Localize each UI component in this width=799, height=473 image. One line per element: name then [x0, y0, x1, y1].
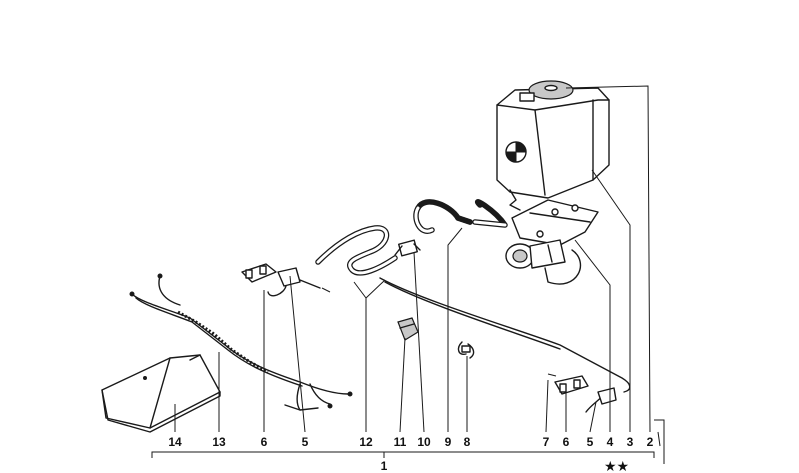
callout-9: 9 — [445, 435, 452, 449]
nozzle-clip — [397, 317, 419, 341]
assembly-bracket — [151, 419, 665, 464]
callout-5-right: 5 — [587, 435, 594, 449]
spray-hose-loop — [315, 225, 398, 276]
washer-reservoir — [496, 80, 610, 199]
callout-labels: 14 13 6 5 12 11 10 9 8 7 6 5 4 3 2 1 — [168, 435, 653, 473]
hose-clip-left — [241, 263, 331, 297]
t-piece — [457, 341, 475, 359]
callout-5-left: 5 — [302, 435, 309, 449]
hose-clip-right — [547, 373, 617, 413]
supply-hose — [413, 199, 508, 234]
callout-7: 7 — [543, 435, 550, 449]
callout-3: 3 — [627, 435, 634, 449]
leader-lines — [174, 85, 651, 433]
washer-line — [379, 277, 631, 393]
callout-2: 2 — [647, 435, 654, 449]
callout-12: 12 — [359, 435, 373, 449]
check-valve — [394, 239, 421, 257]
callout-1: 1 — [381, 459, 388, 473]
mounting-bracket-plate — [101, 354, 221, 433]
kit-marker-stars: ★★ — [604, 459, 629, 473]
callout-10: 10 — [417, 435, 431, 449]
callout-11: 11 — [394, 435, 407, 449]
callout-4: 4 — [607, 435, 614, 449]
callout-6-left: 6 — [261, 435, 268, 449]
callout-13: 13 — [212, 435, 226, 449]
callout-14: 14 — [168, 435, 182, 449]
washer-pump-bracket — [505, 189, 599, 285]
wire-harness — [129, 273, 353, 411]
callout-8: 8 — [464, 435, 471, 449]
callout-6-right: 6 — [563, 435, 570, 449]
